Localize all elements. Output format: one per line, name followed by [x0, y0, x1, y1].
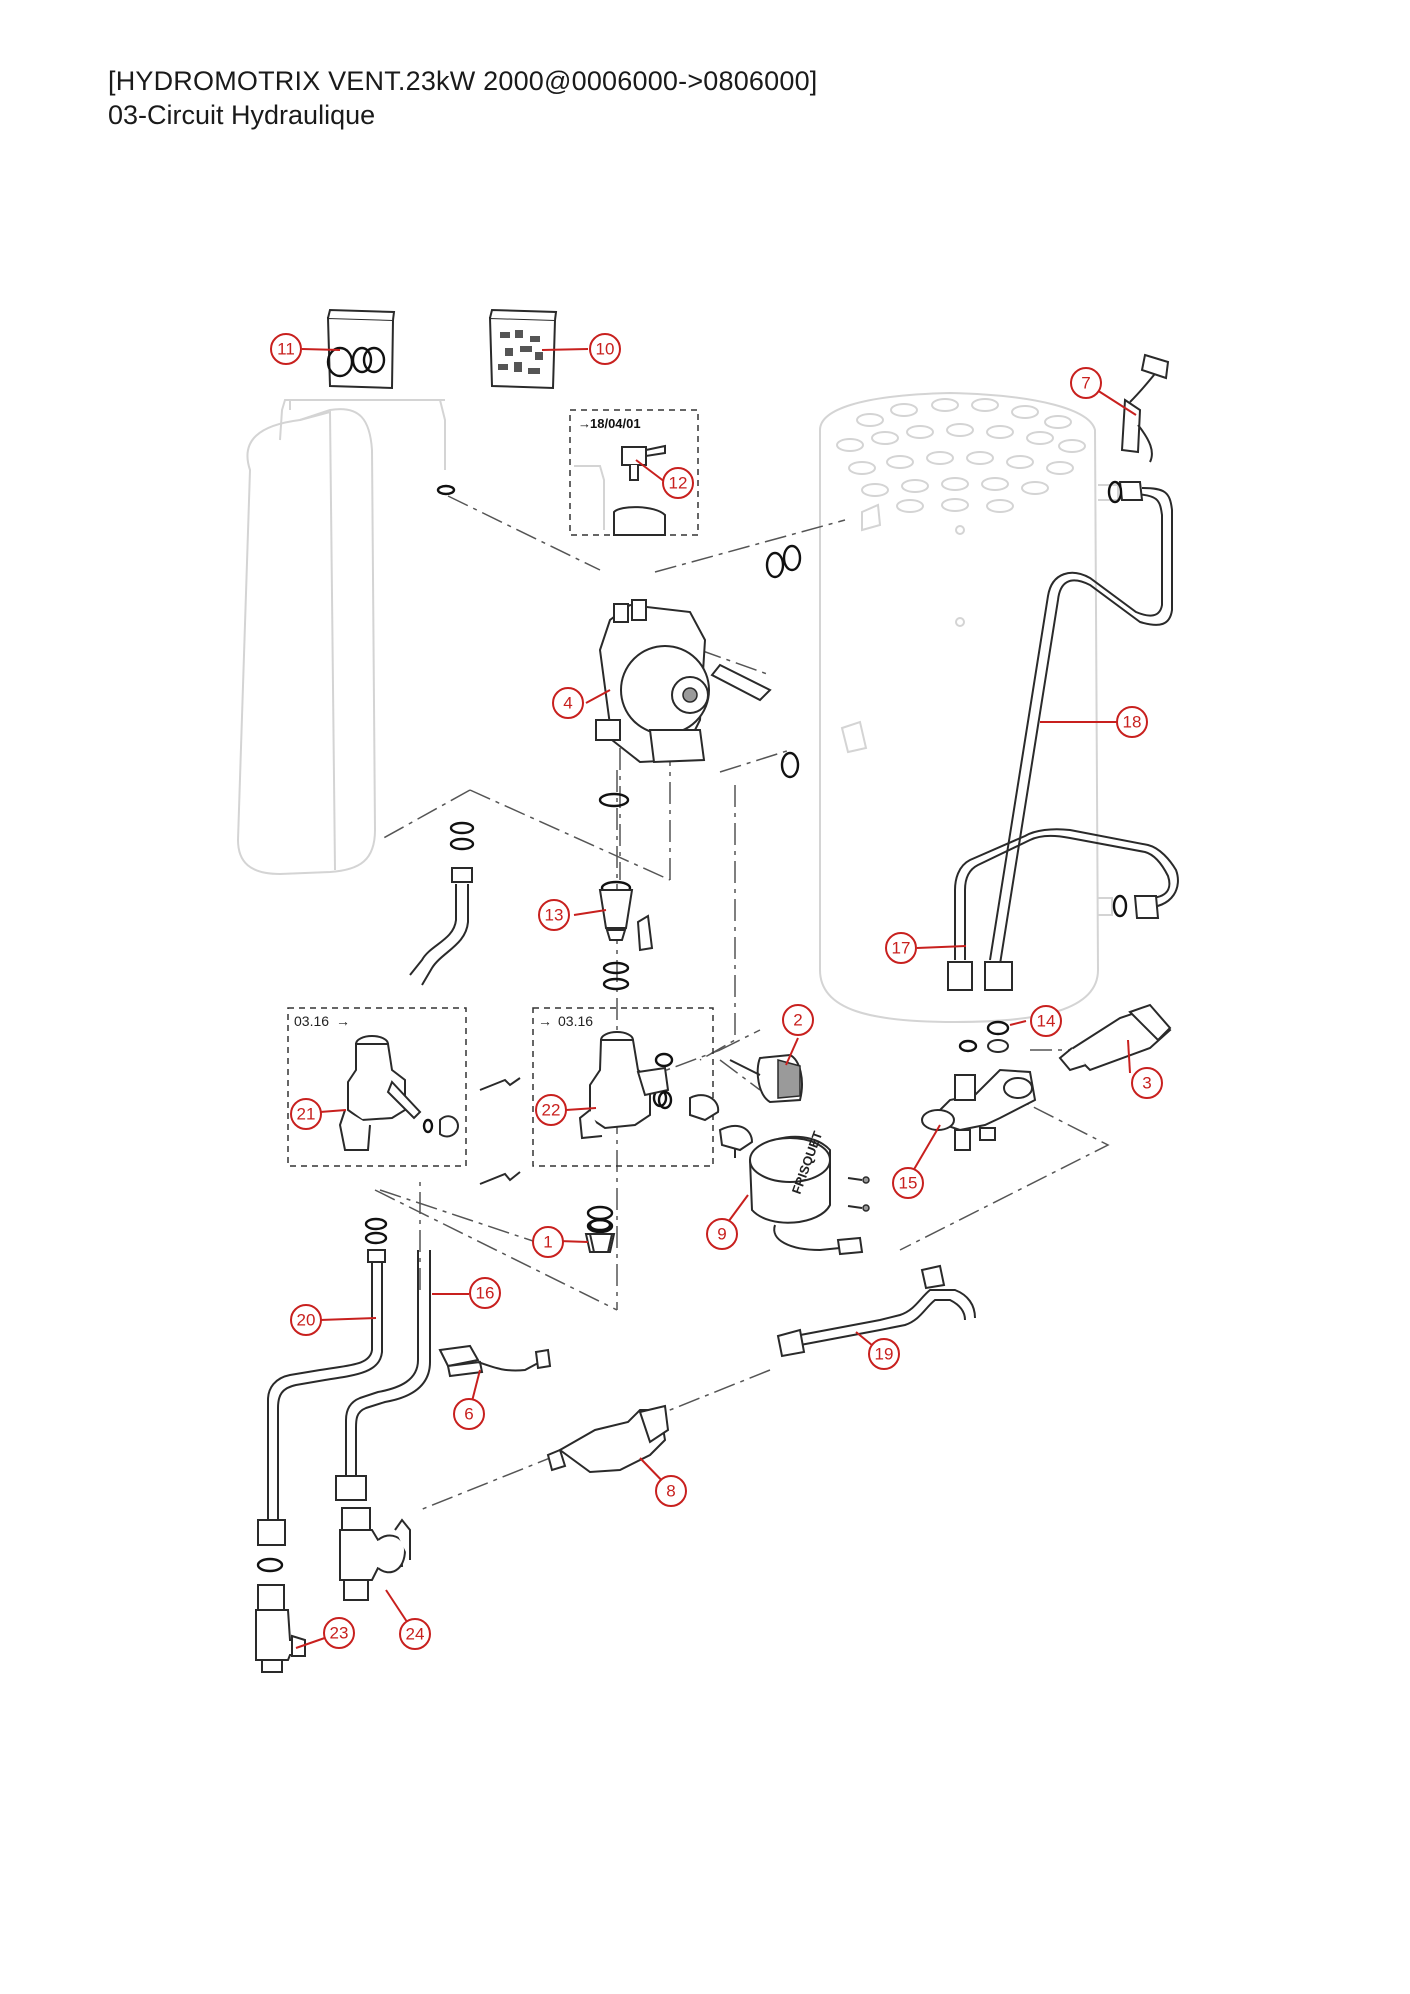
seal-kit-bag: [326, 308, 396, 390]
svg-text:7: 7: [1081, 374, 1090, 393]
callout-11: 11: [270, 333, 302, 365]
callout-leaders: [295, 348, 1137, 1649]
version-box-22-arrow: →: [538, 1013, 552, 1029]
svg-text:3: 3: [1142, 1074, 1151, 1093]
svg-text:11: 11: [277, 340, 295, 359]
callout-23: 23: [323, 1617, 355, 1649]
callout-6: 6: [453, 1398, 485, 1430]
callout-14: 14: [1030, 1005, 1062, 1037]
pipe-19: [776, 1264, 976, 1358]
version-box-21: 03.16 →: [287, 1007, 467, 1167]
elbow-valve-23: [255, 1584, 306, 1673]
callout-9: 9: [706, 1218, 738, 1250]
expansion-vessel-ghost: [236, 399, 446, 876]
callout-4: 4: [552, 687, 584, 719]
svg-text:14: 14: [1037, 1012, 1056, 1031]
pipe-17: [947, 828, 1179, 991]
svg-text:15: 15: [899, 1174, 918, 1193]
svg-text:9: 9: [717, 1225, 726, 1244]
svg-text:12: 12: [669, 474, 688, 493]
callout-16: 16: [469, 1277, 501, 1309]
svg-text:2: 2: [793, 1011, 802, 1030]
svg-text:16: 16: [476, 1284, 495, 1303]
seal-14-and-valve-3: [958, 1003, 1172, 1072]
connection-pipe-upper: [409, 821, 475, 986]
drain-valve-1: [588, 1218, 614, 1253]
svg-text:10: 10: [596, 340, 615, 359]
pipe-18: [989, 480, 1173, 965]
svg-text:1: 1: [543, 1233, 552, 1252]
version-box-22: 03.16 →: [532, 1007, 714, 1167]
svg-text:23: 23: [330, 1624, 349, 1643]
svg-text:20: 20: [297, 1311, 316, 1330]
fittings-bag: [488, 308, 558, 390]
callout-10: 10: [589, 333, 621, 365]
callout-20: 20: [290, 1304, 322, 1336]
sensor-cable: [1120, 353, 1170, 463]
clip-sensor-6: [438, 1344, 552, 1378]
svg-text:13: 13: [545, 906, 564, 925]
callout-18: 18: [1116, 706, 1148, 738]
pipe-20: [256, 1217, 388, 1573]
version-box-12-label: 18/04/01: [590, 416, 641, 431]
tank-orings: [436, 484, 802, 779]
valve-body-21: [338, 1035, 460, 1151]
callout-3: 3: [1131, 1067, 1163, 1099]
callout-1: 1: [532, 1226, 564, 1258]
callout-15: 15: [892, 1167, 924, 1199]
assembly-lines: [374, 495, 1110, 1511]
diagram-subtitle: 03-Circuit Hydraulique: [108, 100, 376, 130]
motor-9: FRISQUET: [652, 1088, 870, 1256]
pressure-relief-8: [546, 1404, 670, 1474]
svg-text:22: 22: [542, 1101, 561, 1120]
pressure-sensor-2: [654, 1052, 803, 1104]
version-box-12-arrow: →: [578, 416, 591, 431]
callout-8: 8: [655, 1475, 687, 1507]
version-box-21-label: 03.16: [294, 1013, 329, 1029]
diagram-title: [HYDROMOTRIX VENT.23kW 2000@0006000->080…: [108, 66, 818, 96]
svg-text:24: 24: [406, 1625, 425, 1644]
callout-2: 2: [782, 1004, 814, 1036]
svg-text:8: 8: [666, 1482, 675, 1501]
version-box-22-label: 03.16: [558, 1013, 593, 1029]
version-box-12: 18/04/01 →: [569, 409, 699, 536]
circulator-pump: [595, 599, 772, 808]
version-box-21-arrow: →: [336, 1013, 350, 1029]
callout-13: 13: [538, 899, 570, 931]
valve-body-22: [479, 1031, 736, 1253]
callout-22: 22: [535, 1094, 567, 1126]
pipe-16: [335, 1250, 431, 1501]
callout-12: 12: [662, 467, 694, 499]
callout-19: 19: [868, 1338, 900, 1370]
svg-text:17: 17: [892, 939, 911, 958]
svg-text:21: 21: [297, 1105, 316, 1124]
callout-17: 17: [885, 932, 917, 964]
svg-text:4: 4: [563, 694, 572, 713]
svg-text:19: 19: [875, 1345, 894, 1364]
filter-13: [598, 880, 654, 991]
callout-7: 7: [1070, 367, 1102, 399]
valve-24: [339, 1507, 411, 1601]
tank-ghost: [819, 391, 1119, 1024]
page-header: [HYDROMOTRIX VENT.23kW 2000@0006000->080…: [108, 64, 818, 132]
callout-24: 24: [399, 1618, 431, 1650]
manifold-15: [921, 1068, 1037, 1151]
svg-text:18: 18: [1123, 713, 1142, 732]
svg-text:6: 6: [464, 1405, 473, 1424]
callout-21: 21: [290, 1098, 322, 1130]
